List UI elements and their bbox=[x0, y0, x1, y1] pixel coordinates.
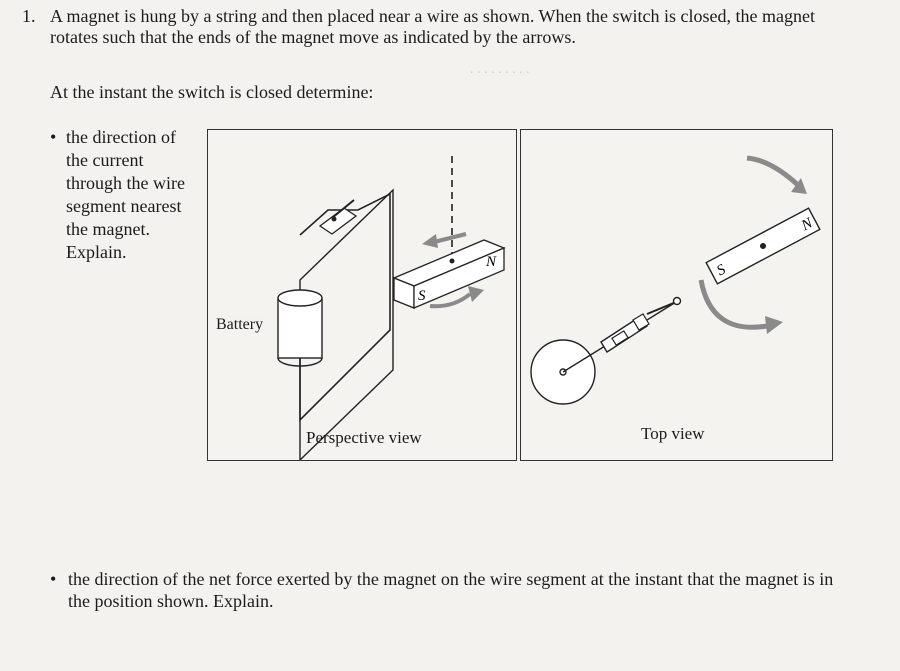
battery-label: Battery bbox=[216, 316, 264, 334]
rotation-arrow-right bbox=[429, 286, 484, 309]
bullet-1-text: the direction of the current through the… bbox=[66, 127, 185, 262]
bullet-dot: • bbox=[50, 127, 57, 147]
top-diagram: N S bbox=[530, 155, 821, 405]
bar-magnet: N S bbox=[392, 239, 506, 309]
top-arrow-upper bbox=[746, 155, 807, 194]
bullet-net-force: • the direction of the net force exerted… bbox=[50, 568, 840, 612]
magnet-top: N S bbox=[705, 207, 821, 285]
top-arrow-lower bbox=[698, 279, 783, 334]
question-intro: A magnet is hung by a string and then pl… bbox=[50, 6, 815, 47]
top-view-figure: N S Top view bbox=[520, 129, 833, 461]
bullet-2-text: the direction of the net force exerted b… bbox=[68, 569, 834, 611]
perspective-view-figure: N S Battery Perspective view bbox=[207, 129, 517, 461]
perspective-diagram: N S bbox=[277, 156, 506, 460]
rotation-arrow-left bbox=[422, 232, 467, 248]
wire-loop bbox=[299, 192, 391, 422]
bullet-current-direction: • the direction of the current through t… bbox=[50, 126, 200, 264]
bleed-through-text: . . . . . . . . . bbox=[470, 62, 530, 77]
top-view-caption: Top view bbox=[641, 424, 705, 443]
question-number: 1. bbox=[22, 6, 36, 26]
magnet-north-label: N bbox=[485, 254, 497, 270]
magnet-south-label: S bbox=[418, 288, 426, 304]
bullet-dot: • bbox=[50, 569, 57, 589]
perspective-caption: Perspective view bbox=[306, 428, 422, 447]
switch-top-icon bbox=[600, 296, 682, 353]
instant-prompt: At the instant the switch is closed dete… bbox=[50, 82, 374, 102]
battery-icon bbox=[277, 289, 323, 367]
switch-icon bbox=[318, 199, 358, 235]
